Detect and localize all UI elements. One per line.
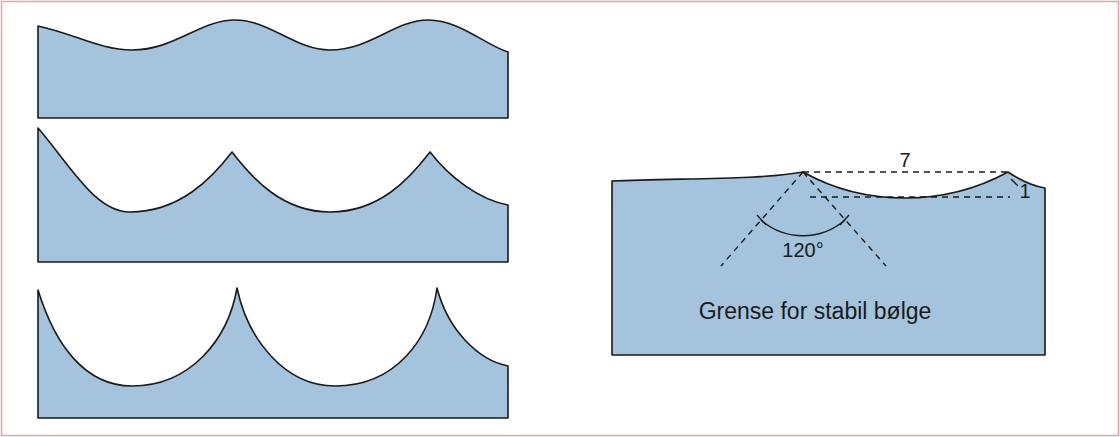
arc-tick (840, 215, 849, 225)
angle-label: 120° (782, 240, 823, 260)
steep-wave (38, 128, 508, 262)
length-dimension: 7 (899, 150, 910, 170)
leader-line (1011, 179, 1018, 186)
limit-wave (612, 172, 1045, 355)
height-dimension: 1 (1019, 181, 1030, 201)
height-dashline (810, 196, 1010, 197)
arc-tick (757, 215, 766, 225)
figure-caption: Grense for stabil bølge (699, 300, 932, 323)
angle-arc (761, 220, 845, 236)
gentle-wave (38, 20, 508, 118)
length-dashline (803, 171, 1008, 172)
sharp-wave (38, 288, 508, 418)
